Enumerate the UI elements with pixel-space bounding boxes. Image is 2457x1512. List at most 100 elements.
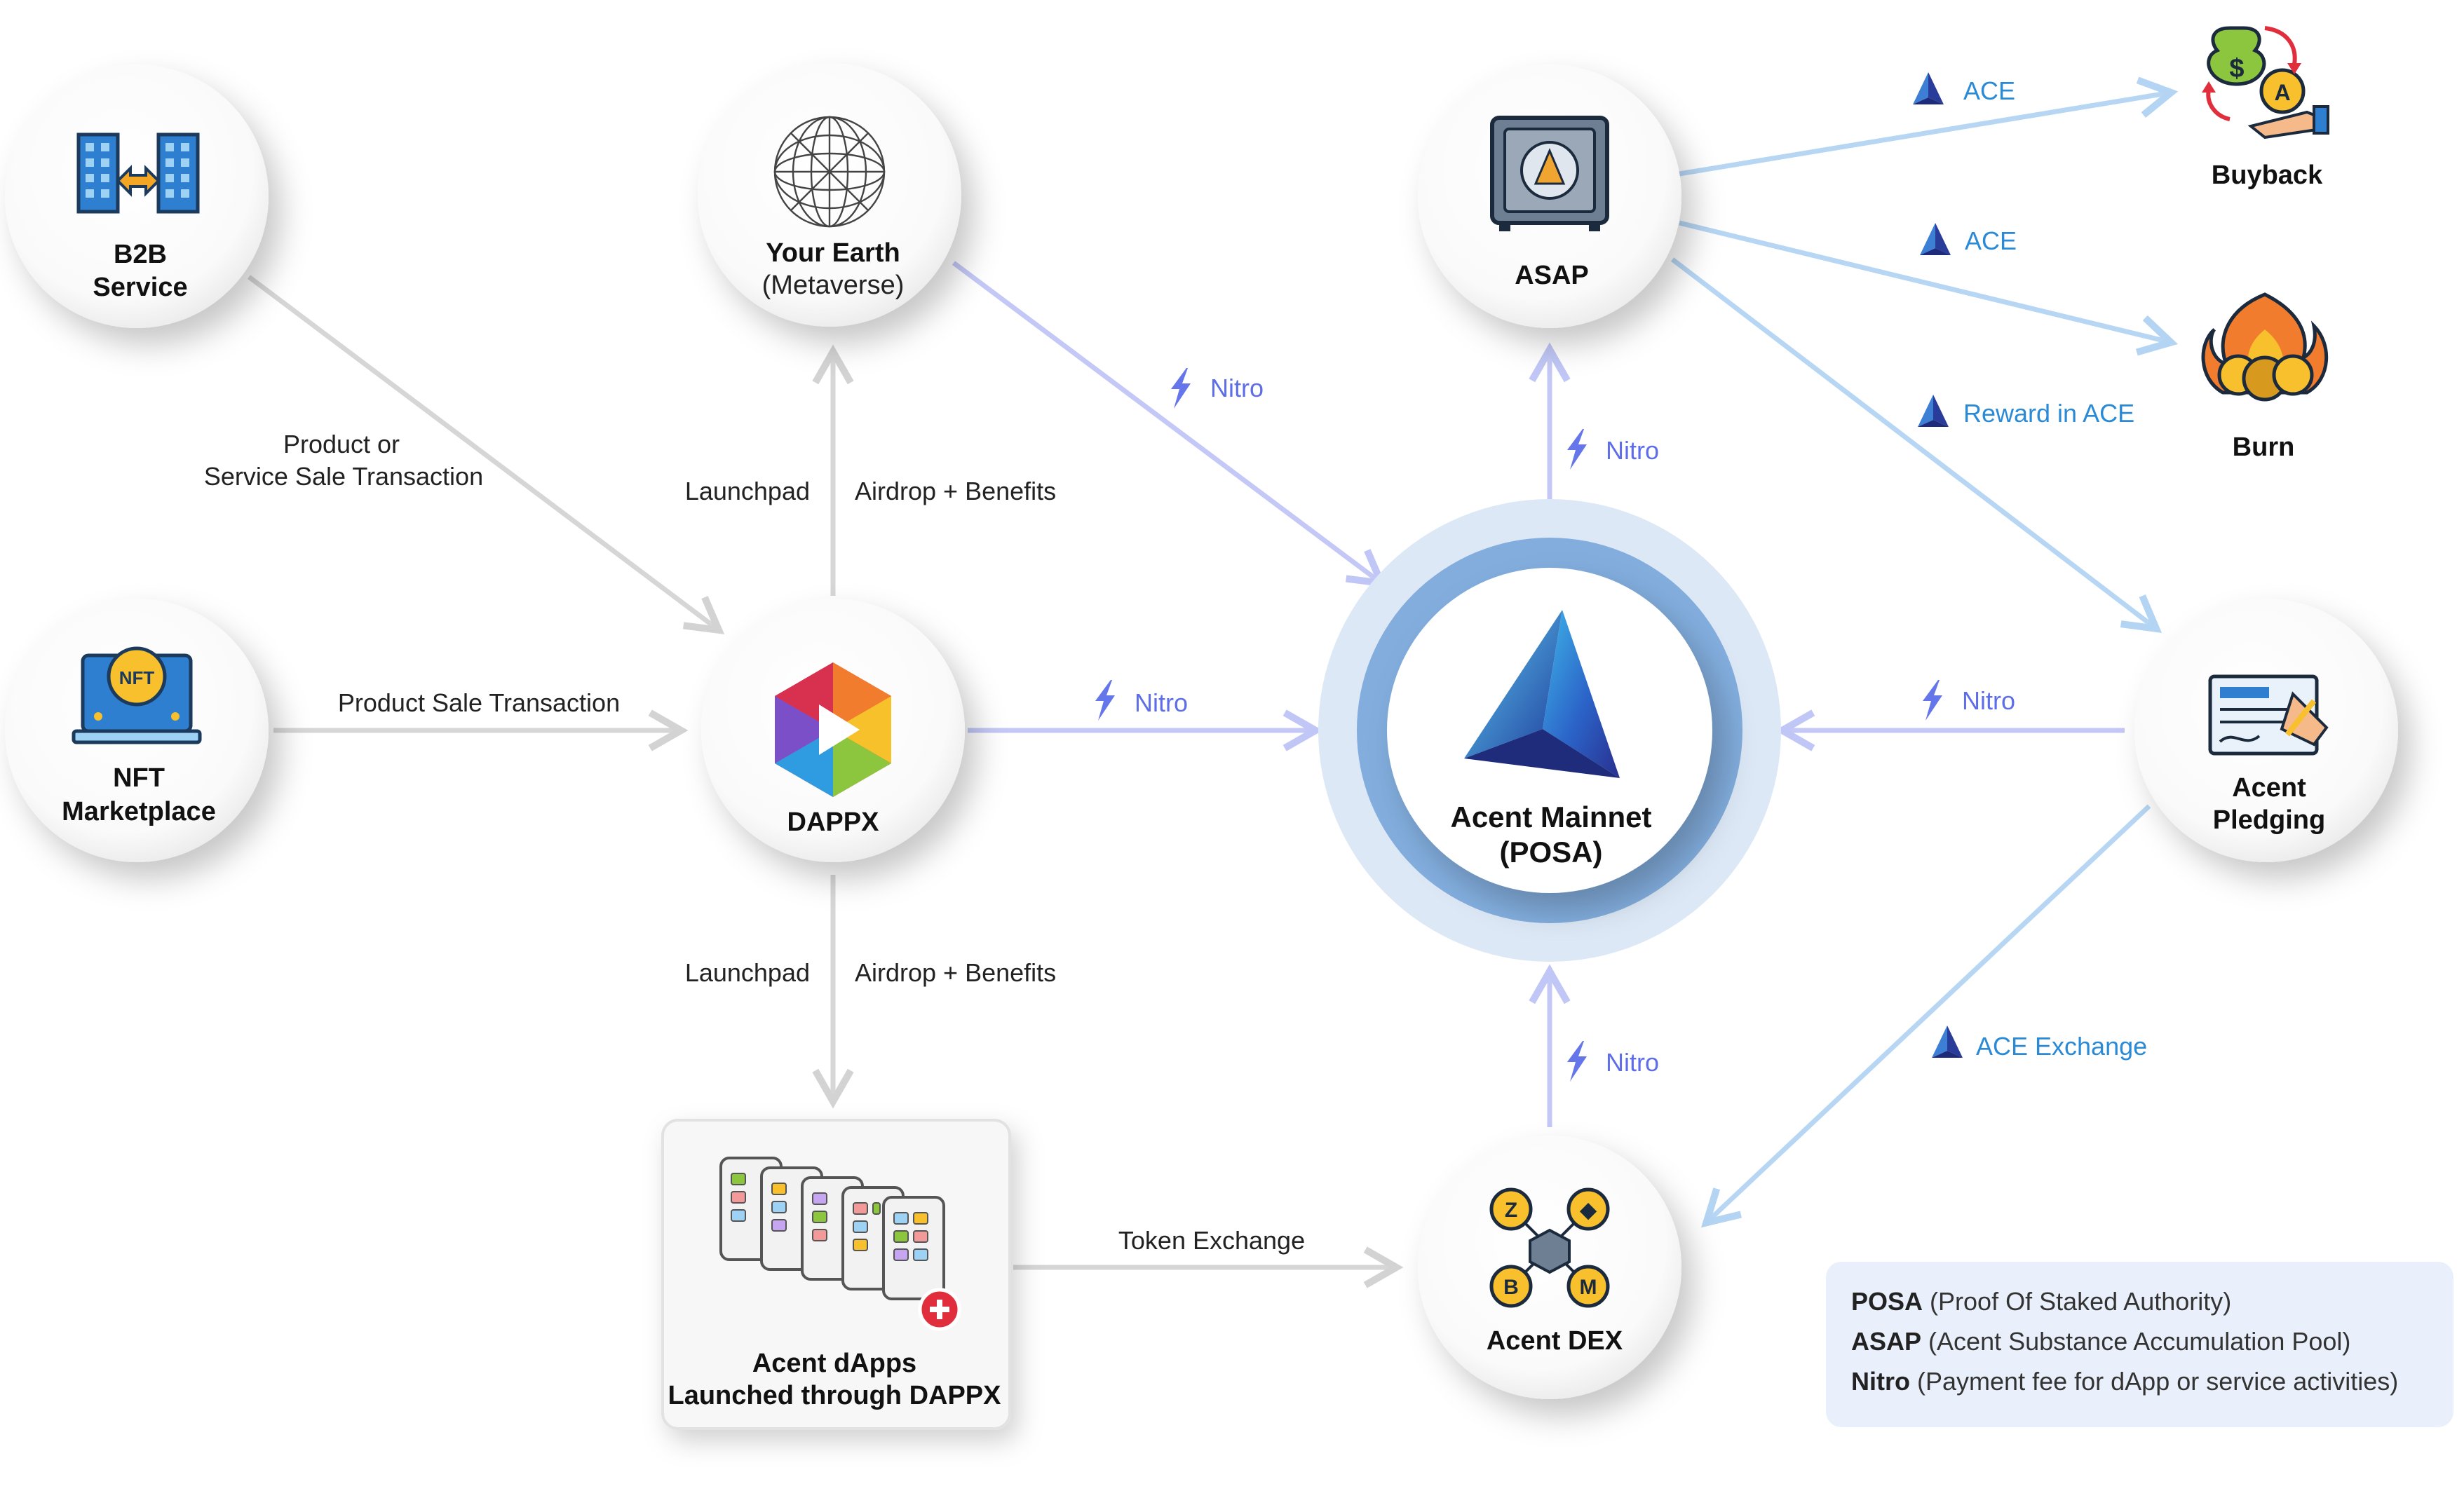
nitro-bolt-icon	[1171, 368, 1191, 409]
buildings-exchange-icon	[76, 132, 200, 214]
nitro-text: Nitro	[1606, 436, 1659, 465]
node-acent-dapps: Acent dApps Launched through DAPPX	[661, 1119, 1011, 1430]
legend-desc: (Payment fee for dApp or service activit…	[1917, 1367, 2399, 1396]
legend-key: Nitro	[1851, 1367, 1910, 1396]
burn-title: Burn	[2233, 433, 2295, 462]
phones-stack-icon	[719, 1157, 961, 1331]
nitro-label-asap: Nitro	[1567, 429, 1659, 470]
label-airdrop-top: Airdrop + Benefits	[855, 477, 1056, 505]
ace-label-burn: ACE	[1920, 223, 2017, 255]
ace-text: ACE	[1963, 76, 2015, 105]
svg-text:B: B	[1503, 1276, 1519, 1299]
legend-key: POSA	[1851, 1287, 1923, 1316]
burn-fire-icon	[2201, 292, 2329, 402]
asap-title: ASAP	[1515, 261, 1589, 290]
ace-label-exchange: ACE Exchange	[1932, 1026, 2147, 1061]
nft-title: NFT	[113, 763, 165, 793]
ace-label-reward: Reward in ACE	[1918, 395, 2134, 428]
nitro-bolt-icon	[1095, 680, 1115, 721]
label-token-exchange: Token Exchange	[1118, 1226, 1305, 1255]
b2b-subtitle: Service	[93, 273, 187, 302]
ace-logo-icon	[1932, 1026, 1963, 1058]
legend-box: POSA (Proof Of Staked Authority) ASAP (A…	[1826, 1262, 2453, 1427]
nitro-text: Nitro	[1210, 374, 1264, 402]
dappx-title: DAPPX	[787, 808, 880, 837]
nitro-bolt-icon	[1923, 680, 1942, 721]
pledge-contract-icon	[2208, 674, 2329, 756]
dapps-subtitle: Launched through DAPPX	[668, 1381, 1002, 1410]
wireframe-globe-icon	[773, 116, 886, 228]
legend-item-asap: ASAP (Acent Substance Accumulation Pool)	[1851, 1321, 2428, 1361]
node-acent-mainnet: Acent Mainnet (POSA)	[1318, 499, 1781, 962]
nitro-bolt-icon	[1567, 1041, 1587, 1082]
svg-text:NFT: NFT	[119, 667, 155, 688]
dex-coins-icon: Z ◆ B M	[1489, 1187, 1610, 1308]
vault-safe-icon	[1490, 116, 1609, 231]
label-launchpad-top: Launchpad	[685, 477, 810, 505]
earth-title: Your Earth	[766, 238, 900, 268]
pledging-subtitle: Pledging	[2213, 805, 2325, 835]
label-airdrop-bottom: Airdrop + Benefits	[855, 958, 1056, 987]
edge-earth-to-mainnet	[952, 261, 1388, 587]
node-dappx: DAPPX	[701, 599, 965, 862]
legend-key: ASAP	[1851, 1327, 1922, 1356]
svg-text:A: A	[2274, 80, 2290, 105]
svg-text:Z: Z	[1505, 1199, 1517, 1222]
node-burn: Burn	[2201, 292, 2329, 462]
dappx-logo-icon	[775, 662, 891, 797]
node-asap: ASAP	[1418, 64, 1681, 328]
edge-b2b-to-dappx	[247, 275, 725, 634]
label-launchpad-bottom: Launchpad	[685, 958, 810, 987]
edge-asap-to-burn	[1679, 220, 2178, 356]
mainnet-subtitle: (POSA)	[1500, 836, 1603, 869]
ace-text: Reward in ACE	[1963, 399, 2134, 428]
legend-item-nitro: Nitro (Payment fee for dApp or service a…	[1851, 1361, 2428, 1401]
edge-pledging-to-dex	[1701, 804, 2151, 1228]
b2b-title: B2B	[114, 240, 167, 269]
ace-text: ACE Exchange	[1976, 1032, 2147, 1061]
legend-desc: (Acent Substance Accumulation Pool)	[1928, 1327, 2351, 1356]
buyback-money-icon: $ A	[2202, 26, 2329, 139]
earth-subtitle: (Metaverse)	[762, 271, 905, 300]
pledging-title: Acent	[2232, 773, 2306, 803]
nitro-bolt-icon	[1567, 429, 1587, 470]
svg-text:$: $	[2229, 54, 2244, 83]
node-buyback: $ A Buyback	[2202, 26, 2329, 190]
nitro-label-dex: Nitro	[1567, 1041, 1659, 1082]
label-b2b-dappx-line2: Service Sale Transaction	[204, 462, 483, 491]
node-your-earth: Your Earth (Metaverse)	[698, 63, 961, 327]
edge-asap-to-buyback	[1679, 76, 2179, 177]
nitro-label-pledging: Nitro	[1923, 680, 2015, 721]
nitro-label-dappx: Nitro	[1095, 680, 1188, 721]
buyback-title: Buyback	[2212, 161, 2323, 190]
edge-labels: Product or Service Sale Transaction Prod…	[204, 72, 2147, 1255]
ace-logo-icon	[1920, 223, 1951, 255]
nft-subtitle: Marketplace	[62, 797, 216, 826]
node-nft-marketplace: NFT NFT Marketplace	[5, 599, 269, 862]
svg-text:◆: ◆	[1579, 1199, 1597, 1222]
label-nft-dappx: Product Sale Transaction	[338, 688, 620, 717]
connectors	[247, 76, 2179, 1288]
node-b2b-service: B2B Service	[5, 64, 269, 328]
nitro-text: Nitro	[1606, 1048, 1659, 1077]
legend-item-posa: POSA (Proof Of Staked Authority)	[1851, 1281, 2428, 1321]
ace-label-buyback: ACE	[1913, 72, 2015, 105]
ace-logo-icon	[1918, 395, 1949, 427]
node-acent-pledging: Acent Pledging	[2134, 599, 2398, 862]
ace-logo-icon	[1913, 72, 1944, 104]
svg-text:M: M	[1580, 1276, 1597, 1299]
nft-laptop-icon: NFT	[72, 646, 202, 744]
nitro-text: Nitro	[1135, 688, 1188, 717]
acent-logo-icon	[1464, 610, 1620, 778]
legend-desc: (Proof Of Staked Authority)	[1930, 1287, 2232, 1316]
plus-badge-icon	[918, 1288, 961, 1331]
label-b2b-dappx-line1: Product or	[283, 430, 400, 458]
mainnet-title: Acent Mainnet	[1450, 801, 1651, 833]
nitro-label-earth: Nitro	[1171, 368, 1264, 409]
nitro-text: Nitro	[1962, 686, 2015, 715]
edge-asap-to-pledging	[1670, 257, 2162, 633]
dapps-title: Acent dApps	[752, 1349, 916, 1378]
ace-text: ACE	[1965, 226, 2017, 255]
dex-title: Acent DEX	[1487, 1326, 1623, 1356]
